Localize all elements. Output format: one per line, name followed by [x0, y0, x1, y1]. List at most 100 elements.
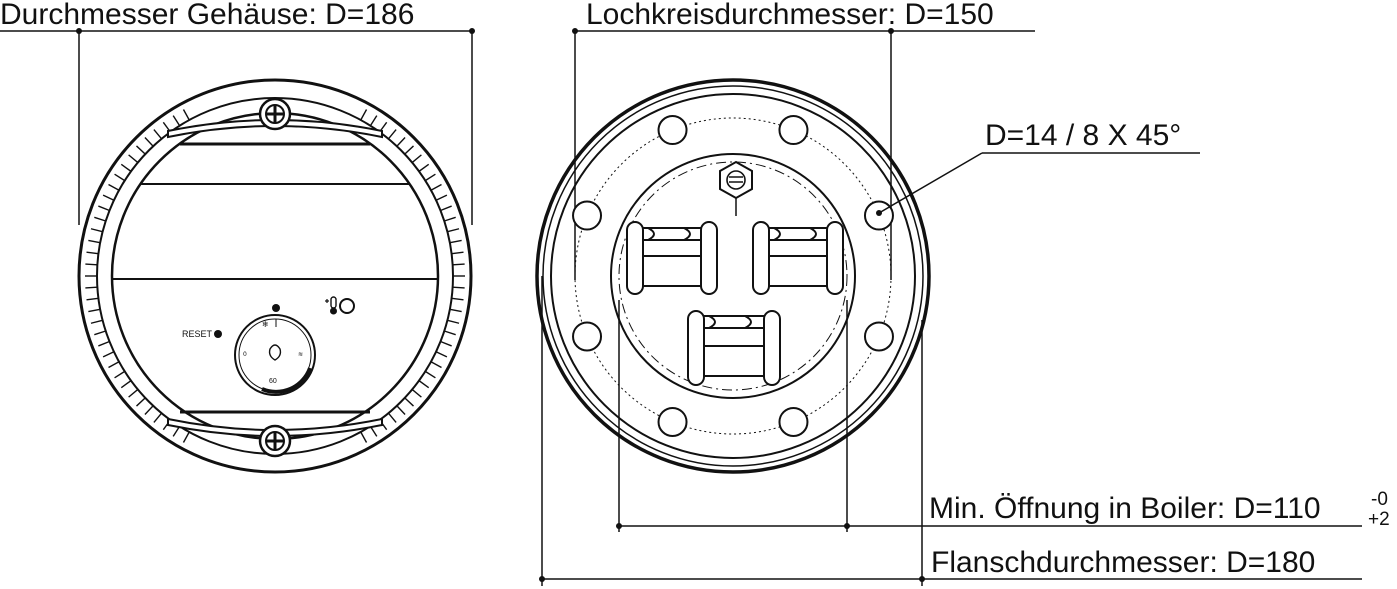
- grip-tick: [91, 320, 103, 323]
- housing-diameter-label: Durchmesser Gehäuse: D=186: [0, 0, 415, 31]
- grip-tick: [388, 130, 396, 139]
- hex-nut-icon: [720, 162, 752, 198]
- bolt-hole: [865, 322, 893, 350]
- cross-screw-icon: [260, 426, 290, 456]
- flange-ring-3: [551, 94, 915, 458]
- min-opening-label: Min. Öffnung in Boiler: D=110: [929, 492, 1321, 525]
- grip-tick: [121, 164, 131, 171]
- grip-tick: [85, 287, 97, 288]
- grip-tick: [361, 432, 367, 443]
- grip-tick: [370, 116, 376, 126]
- grip-tick: [441, 342, 452, 346]
- dial-scale-60: 60: [269, 378, 277, 385]
- grip-tick: [453, 287, 465, 288]
- dim-dot: [919, 576, 925, 582]
- grip-tick: [397, 137, 405, 146]
- grip-tick: [98, 206, 109, 210]
- leader-dot: [876, 210, 882, 216]
- heating-element-left: [627, 222, 717, 294]
- flange-diameter-label: Flanschdurchmesser: D=180: [931, 546, 1316, 579]
- grip-tick: [397, 406, 405, 415]
- top-band: [168, 120, 382, 137]
- grip-tick: [86, 298, 98, 300]
- grip-tick: [103, 352, 114, 357]
- grip-tick: [86, 252, 98, 254]
- grip-tick: [94, 217, 105, 221]
- grip-tick: [450, 309, 462, 311]
- cross-screw-icon: [260, 99, 290, 129]
- grip-tick: [425, 174, 435, 180]
- grip-tick: [115, 174, 125, 180]
- grip-tick: [405, 398, 414, 406]
- dim-dot: [844, 523, 850, 529]
- grip-tick: [419, 381, 429, 388]
- grip-tick: [436, 195, 447, 200]
- svg-text:❄: ❄: [262, 320, 269, 329]
- grip-tick: [452, 298, 464, 300]
- bottom-band: [168, 419, 382, 436]
- tolerance-lower: +2: [1368, 509, 1390, 530]
- grip-tick: [109, 184, 120, 190]
- bolt-hole: [659, 408, 687, 436]
- grip-tick: [88, 309, 100, 311]
- bolt-hole: [573, 202, 601, 230]
- grip-tick: [103, 195, 114, 200]
- grip-tick: [183, 432, 189, 443]
- grip-tick: [444, 217, 455, 221]
- grip-tick: [136, 146, 145, 154]
- hole-leader-line: [879, 153, 982, 213]
- bolt-hole: [779, 408, 807, 436]
- grip-tick: [450, 240, 462, 242]
- flange-ring-2: [543, 86, 923, 466]
- reset-button[interactable]: [214, 330, 222, 338]
- grip-tick: [447, 320, 459, 323]
- grip-tick: [444, 331, 455, 335]
- svg-text:0: 0: [243, 351, 247, 358]
- housing-inner-rim: [97, 98, 453, 454]
- tolerance-upper: -0: [1371, 489, 1388, 510]
- bolt-hole: [779, 116, 807, 144]
- dim-dot: [616, 523, 622, 529]
- grip-tick: [121, 381, 131, 388]
- inner-boss: [611, 154, 855, 398]
- grip-tick: [173, 116, 179, 126]
- bolt-hole: [573, 322, 601, 350]
- grip-tick: [91, 229, 103, 232]
- temperature-dial[interactable]: ❄ 0 ≋: [235, 315, 315, 395]
- housing-view: ❄ 0 ≋: [0, 28, 475, 472]
- grip-tick: [452, 252, 464, 254]
- grip-tick: [412, 389, 421, 397]
- grip-tick: [85, 264, 97, 265]
- reset-label: RESET: [182, 329, 213, 339]
- grip-tick: [453, 264, 465, 265]
- thermometer-icon: [325, 297, 337, 315]
- grip-tick: [405, 146, 414, 154]
- hole-spec-label: D=14 / 8 X 45°: [985, 119, 1182, 152]
- dial-indicator-dot: [272, 304, 280, 312]
- heating-element-bottom: [688, 311, 780, 385]
- grip-tick: [425, 371, 435, 377]
- grip-tick: [412, 155, 421, 163]
- grip-tick: [145, 137, 153, 146]
- grip-tick: [361, 110, 367, 121]
- bolt-circle-label: Lochkreisdurchmesser: D=150: [586, 0, 994, 31]
- grip-tick: [88, 240, 100, 242]
- bolt-circle: [575, 118, 891, 434]
- grip-tick: [388, 413, 396, 422]
- bolt-hole: [659, 116, 687, 144]
- bolt-holes: [573, 116, 893, 436]
- grip-tick: [154, 413, 162, 422]
- grip-tick: [109, 362, 120, 368]
- grip-tick: [419, 164, 429, 171]
- heating-element-right: [753, 222, 843, 294]
- dim-dot: [539, 576, 545, 582]
- min-opening-circle: [619, 162, 847, 390]
- grip-tick: [129, 155, 138, 163]
- grip-tick: [447, 229, 459, 232]
- pilot-lamp-icon: [340, 299, 354, 313]
- svg-text:≋: ≋: [298, 351, 303, 358]
- grip-tick: [129, 389, 138, 397]
- grip-tick: [436, 352, 447, 357]
- grip-tick: [94, 331, 105, 335]
